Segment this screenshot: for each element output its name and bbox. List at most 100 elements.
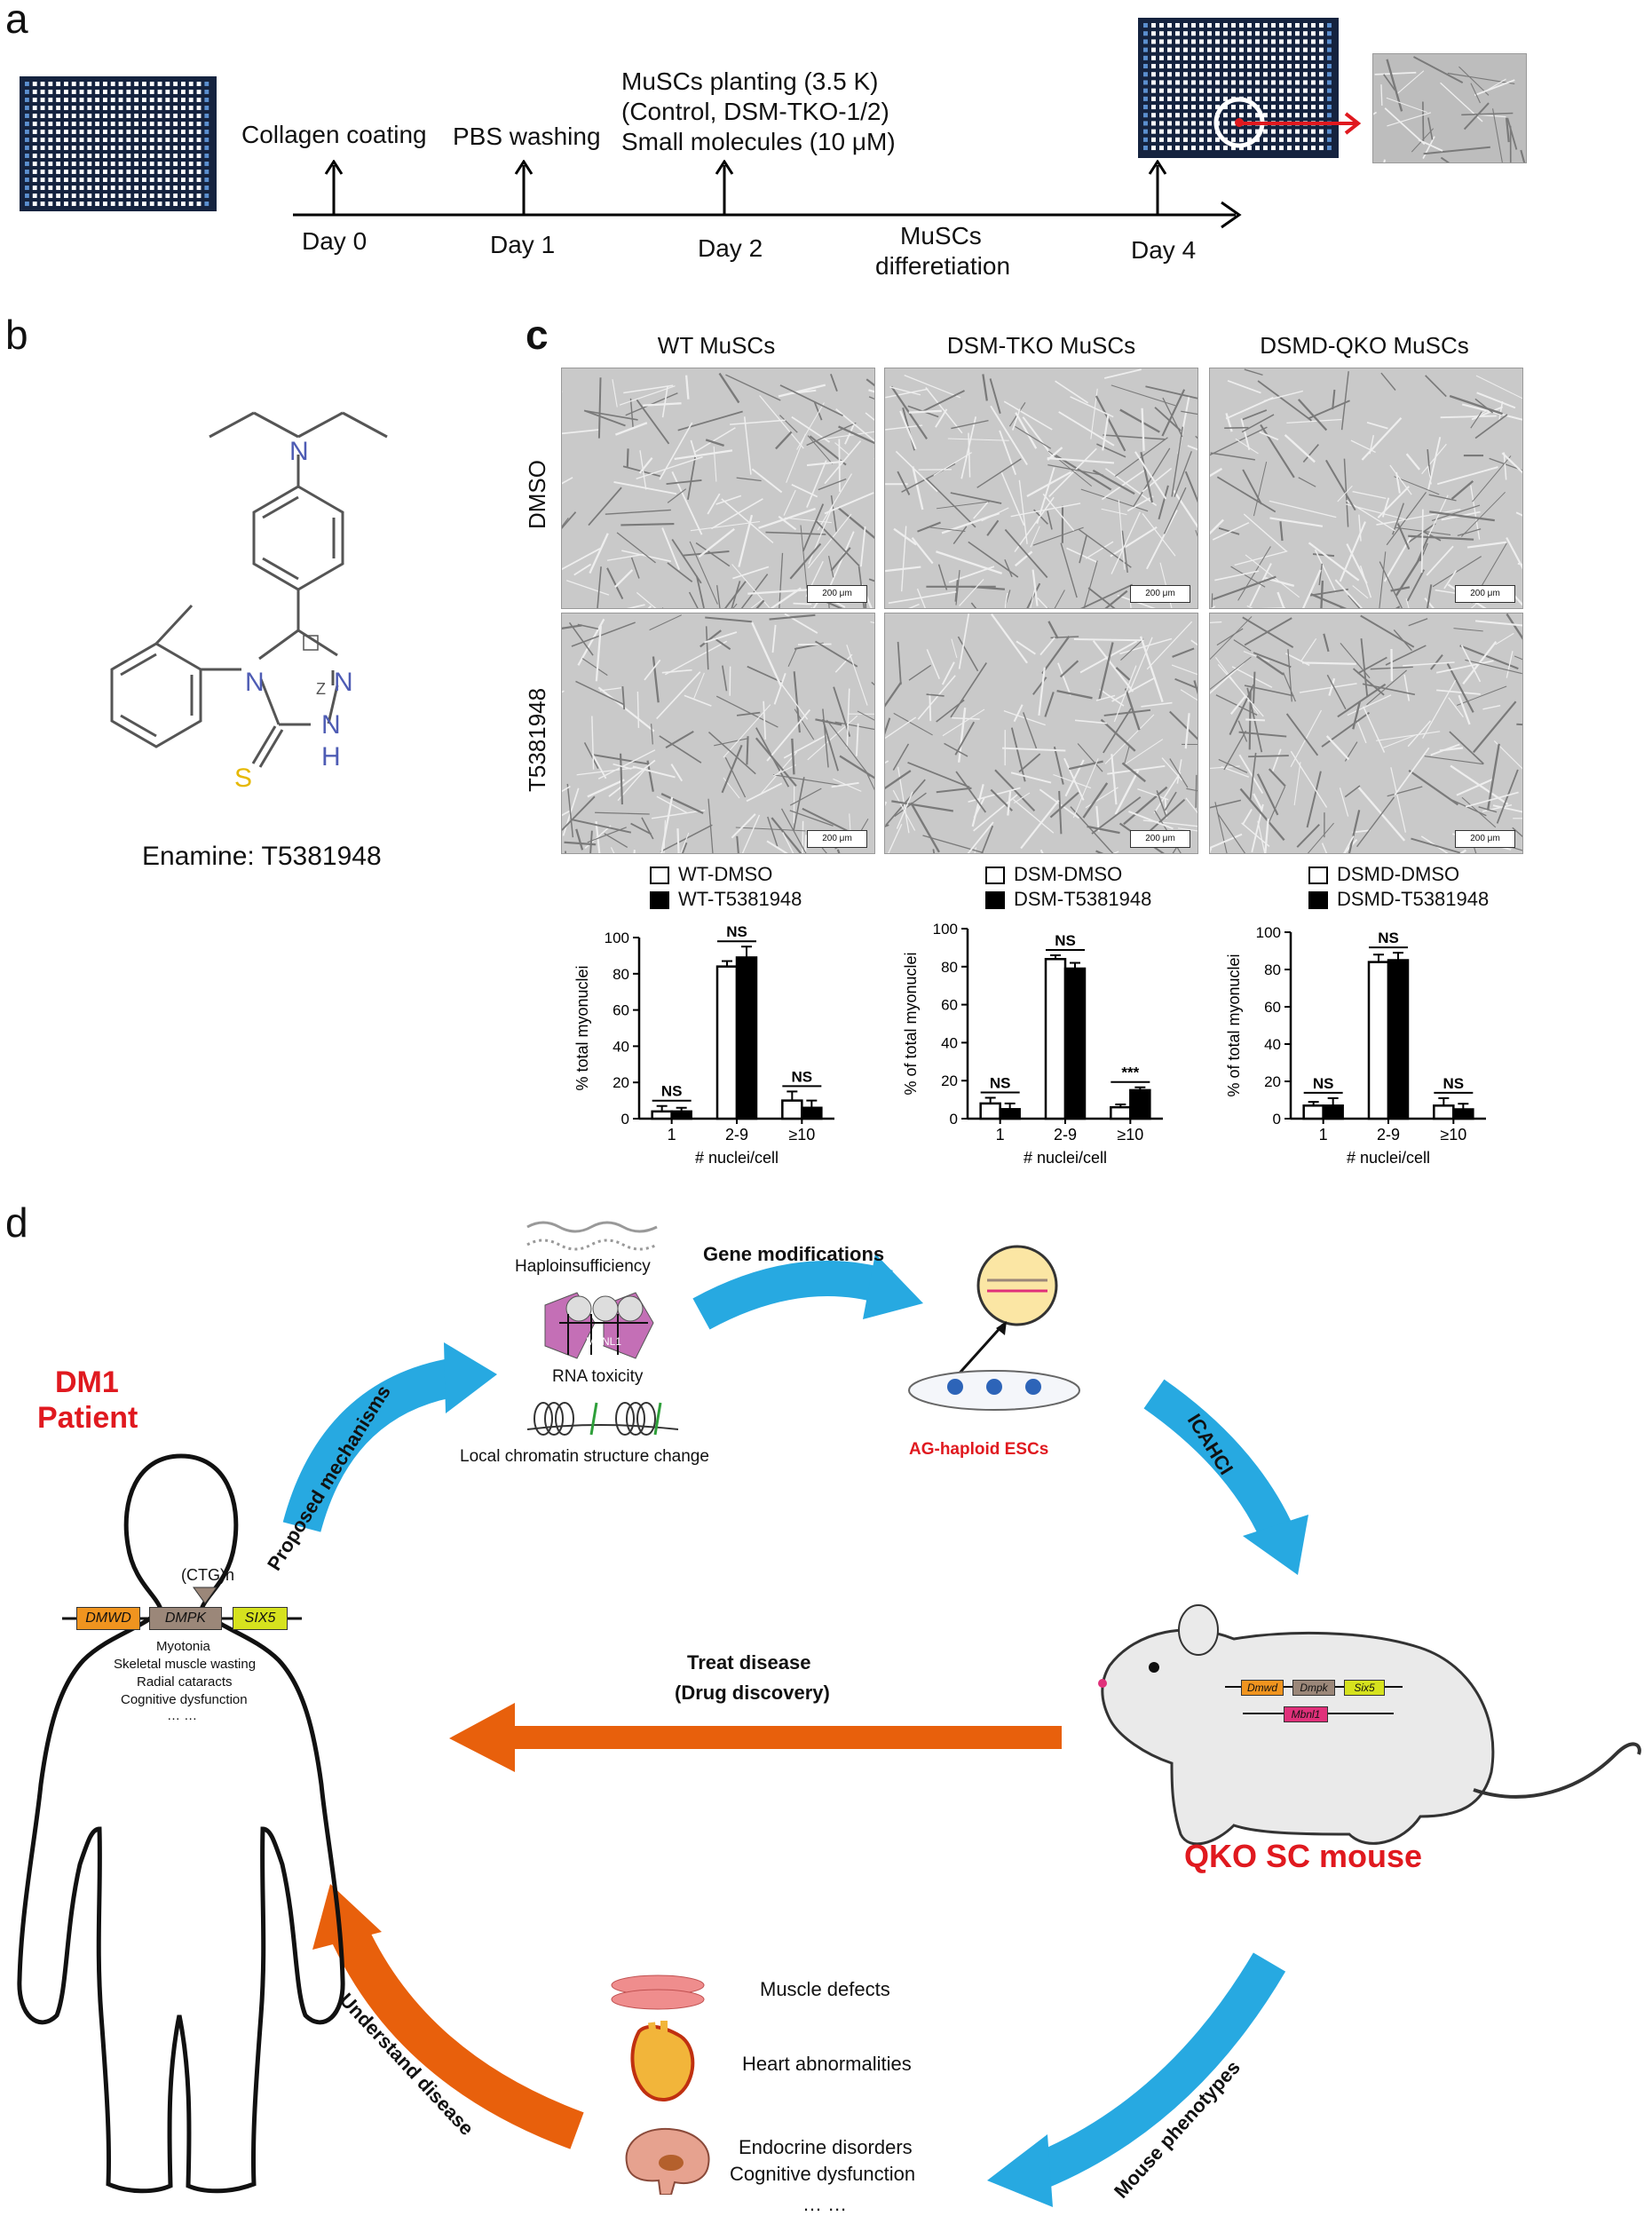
myotube-fiber — [763, 701, 765, 740]
well — [142, 154, 146, 158]
bar — [1434, 1105, 1453, 1119]
myotube-fiber — [987, 520, 998, 535]
well — [1255, 39, 1260, 44]
myotube-fiber — [927, 479, 976, 526]
y-tick-label: 60 — [613, 1002, 629, 1019]
well — [1239, 72, 1244, 76]
well — [87, 194, 91, 198]
well — [150, 186, 154, 190]
well — [1263, 56, 1268, 60]
well — [1311, 23, 1316, 28]
x-tick-label: 2-9 — [725, 1126, 748, 1144]
well — [64, 154, 68, 158]
atom-N1: N — [334, 668, 353, 698]
well — [1199, 89, 1204, 93]
well — [41, 178, 45, 182]
well — [111, 202, 115, 206]
well — [197, 154, 202, 158]
well — [1199, 105, 1204, 109]
atom-N-ring: N — [245, 668, 265, 698]
well — [80, 170, 84, 174]
well — [1151, 130, 1156, 134]
y-axis-label: % total myonuclei — [573, 965, 591, 1090]
myotube-fiber — [1245, 719, 1265, 720]
myotube-fiber — [737, 478, 762, 480]
myotube-fiber — [1239, 732, 1287, 737]
myotube-fiber — [918, 676, 955, 719]
well — [1263, 48, 1268, 52]
myotube-fiber — [1381, 373, 1395, 390]
well — [1247, 80, 1252, 84]
myotube-fiber — [1419, 139, 1443, 150]
well — [1231, 113, 1236, 117]
well — [111, 178, 115, 182]
well — [1303, 48, 1308, 52]
well — [165, 122, 170, 126]
myotube-fiber — [1055, 851, 1119, 853]
well — [1327, 23, 1332, 28]
well — [1223, 80, 1228, 84]
well — [1191, 113, 1196, 117]
well — [1271, 48, 1276, 52]
well — [64, 82, 68, 86]
myotube-fiber — [1157, 790, 1166, 816]
well — [119, 178, 123, 182]
myotube-fiber — [1409, 771, 1458, 805]
myotube-fiber — [1021, 800, 1059, 848]
y-tick-label: 80 — [613, 966, 629, 983]
well — [150, 106, 154, 110]
well — [126, 146, 130, 150]
legend-swatch-filled — [650, 891, 669, 909]
well — [134, 146, 138, 150]
well — [1199, 31, 1204, 36]
myotube-fiber — [660, 797, 673, 853]
myotube-fiber — [951, 662, 986, 716]
well — [1279, 138, 1284, 142]
myotube-fiber — [937, 788, 972, 792]
well — [1207, 138, 1212, 142]
well — [64, 130, 68, 134]
well — [56, 138, 60, 142]
x-tick-label: 1 — [668, 1126, 676, 1144]
well — [72, 146, 76, 150]
myotube-fiber — [657, 672, 700, 719]
symptom-3: Radial cataracts — [137, 1674, 233, 1690]
well — [1159, 56, 1164, 60]
myotube-fiber — [1174, 451, 1191, 496]
myotube-fiber — [1366, 670, 1406, 705]
haploinsufficiency-icon — [526, 1218, 659, 1254]
myotube-fiber — [1019, 480, 1027, 544]
well — [119, 162, 123, 166]
x-tick-label: ≥10 — [1440, 1126, 1466, 1144]
myotube-fiber — [1245, 685, 1293, 696]
well — [1271, 64, 1276, 68]
myotube-fiber — [566, 581, 609, 595]
myotube-fiber — [943, 662, 954, 685]
well — [1183, 105, 1188, 109]
micrograph-dsmd-dmso: 200 μm — [1209, 368, 1523, 609]
myotube-fiber — [1061, 661, 1079, 677]
well — [87, 170, 91, 174]
myotube-fiber — [974, 503, 988, 519]
myotube-fiber — [1001, 471, 1024, 526]
myotube-fiber — [1040, 637, 1055, 654]
myotube-fiber — [1423, 137, 1435, 159]
well — [1327, 105, 1332, 109]
well — [1271, 39, 1276, 44]
well — [1311, 146, 1316, 150]
myotube-fiber — [598, 687, 653, 731]
myotube-fiber — [788, 647, 797, 666]
well — [1271, 97, 1276, 101]
well — [25, 146, 29, 150]
well — [150, 162, 154, 166]
myotube-fiber — [1042, 637, 1069, 674]
myotube-fiber — [885, 425, 922, 431]
myotube-fiber — [662, 527, 679, 569]
atom-N-amine: N — [289, 437, 309, 467]
well — [48, 122, 52, 126]
symptom-1: Myotonia — [156, 1639, 210, 1654]
well — [1191, 31, 1196, 36]
well — [1191, 23, 1196, 28]
well — [1191, 39, 1196, 44]
well — [64, 98, 68, 102]
